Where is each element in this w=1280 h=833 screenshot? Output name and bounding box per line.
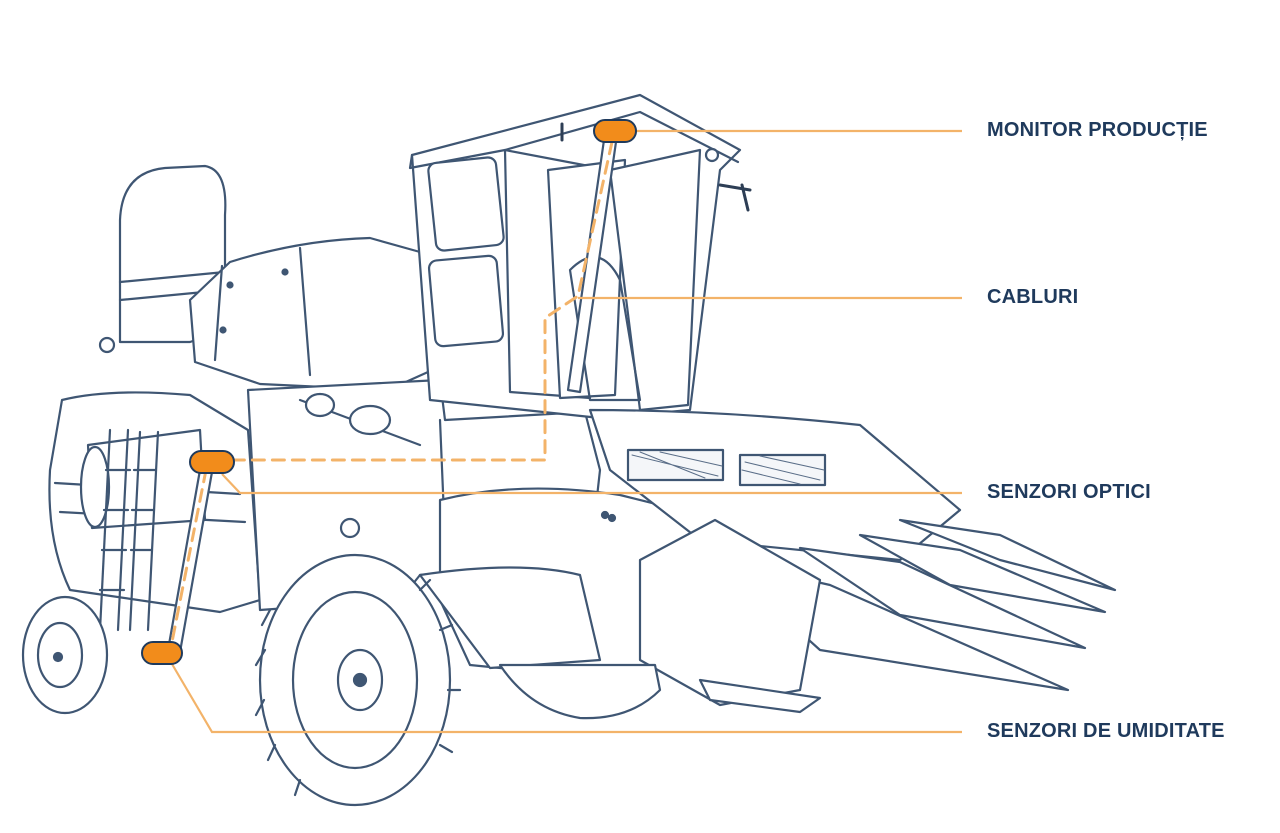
label-cables: CABLURI	[987, 286, 1079, 308]
ladder	[98, 428, 160, 632]
wheels	[21, 553, 662, 807]
leader-line-optical-sensors	[221, 473, 962, 495]
leader-lines	[171, 129, 962, 734]
label-optical-sensors: SENZORI OPTICI	[987, 481, 1151, 503]
cable-routing	[168, 140, 614, 654]
corn-header	[418, 408, 1117, 714]
label-moisture-sensors: SENZORI DE UMIDITATE	[987, 720, 1225, 742]
yield-monitor-marker	[593, 119, 637, 143]
label-yield-monitor: MONITOR PRODUCȚIE	[987, 119, 1208, 141]
sensor-markers	[141, 119, 637, 665]
unloading-auger	[188, 236, 442, 392]
combine-harvester-illustration	[21, 93, 1117, 807]
optical-sensor-marker	[189, 450, 235, 474]
leader-line-moisture-sensors	[171, 663, 962, 734]
moisture-sensor-marker	[141, 641, 183, 665]
